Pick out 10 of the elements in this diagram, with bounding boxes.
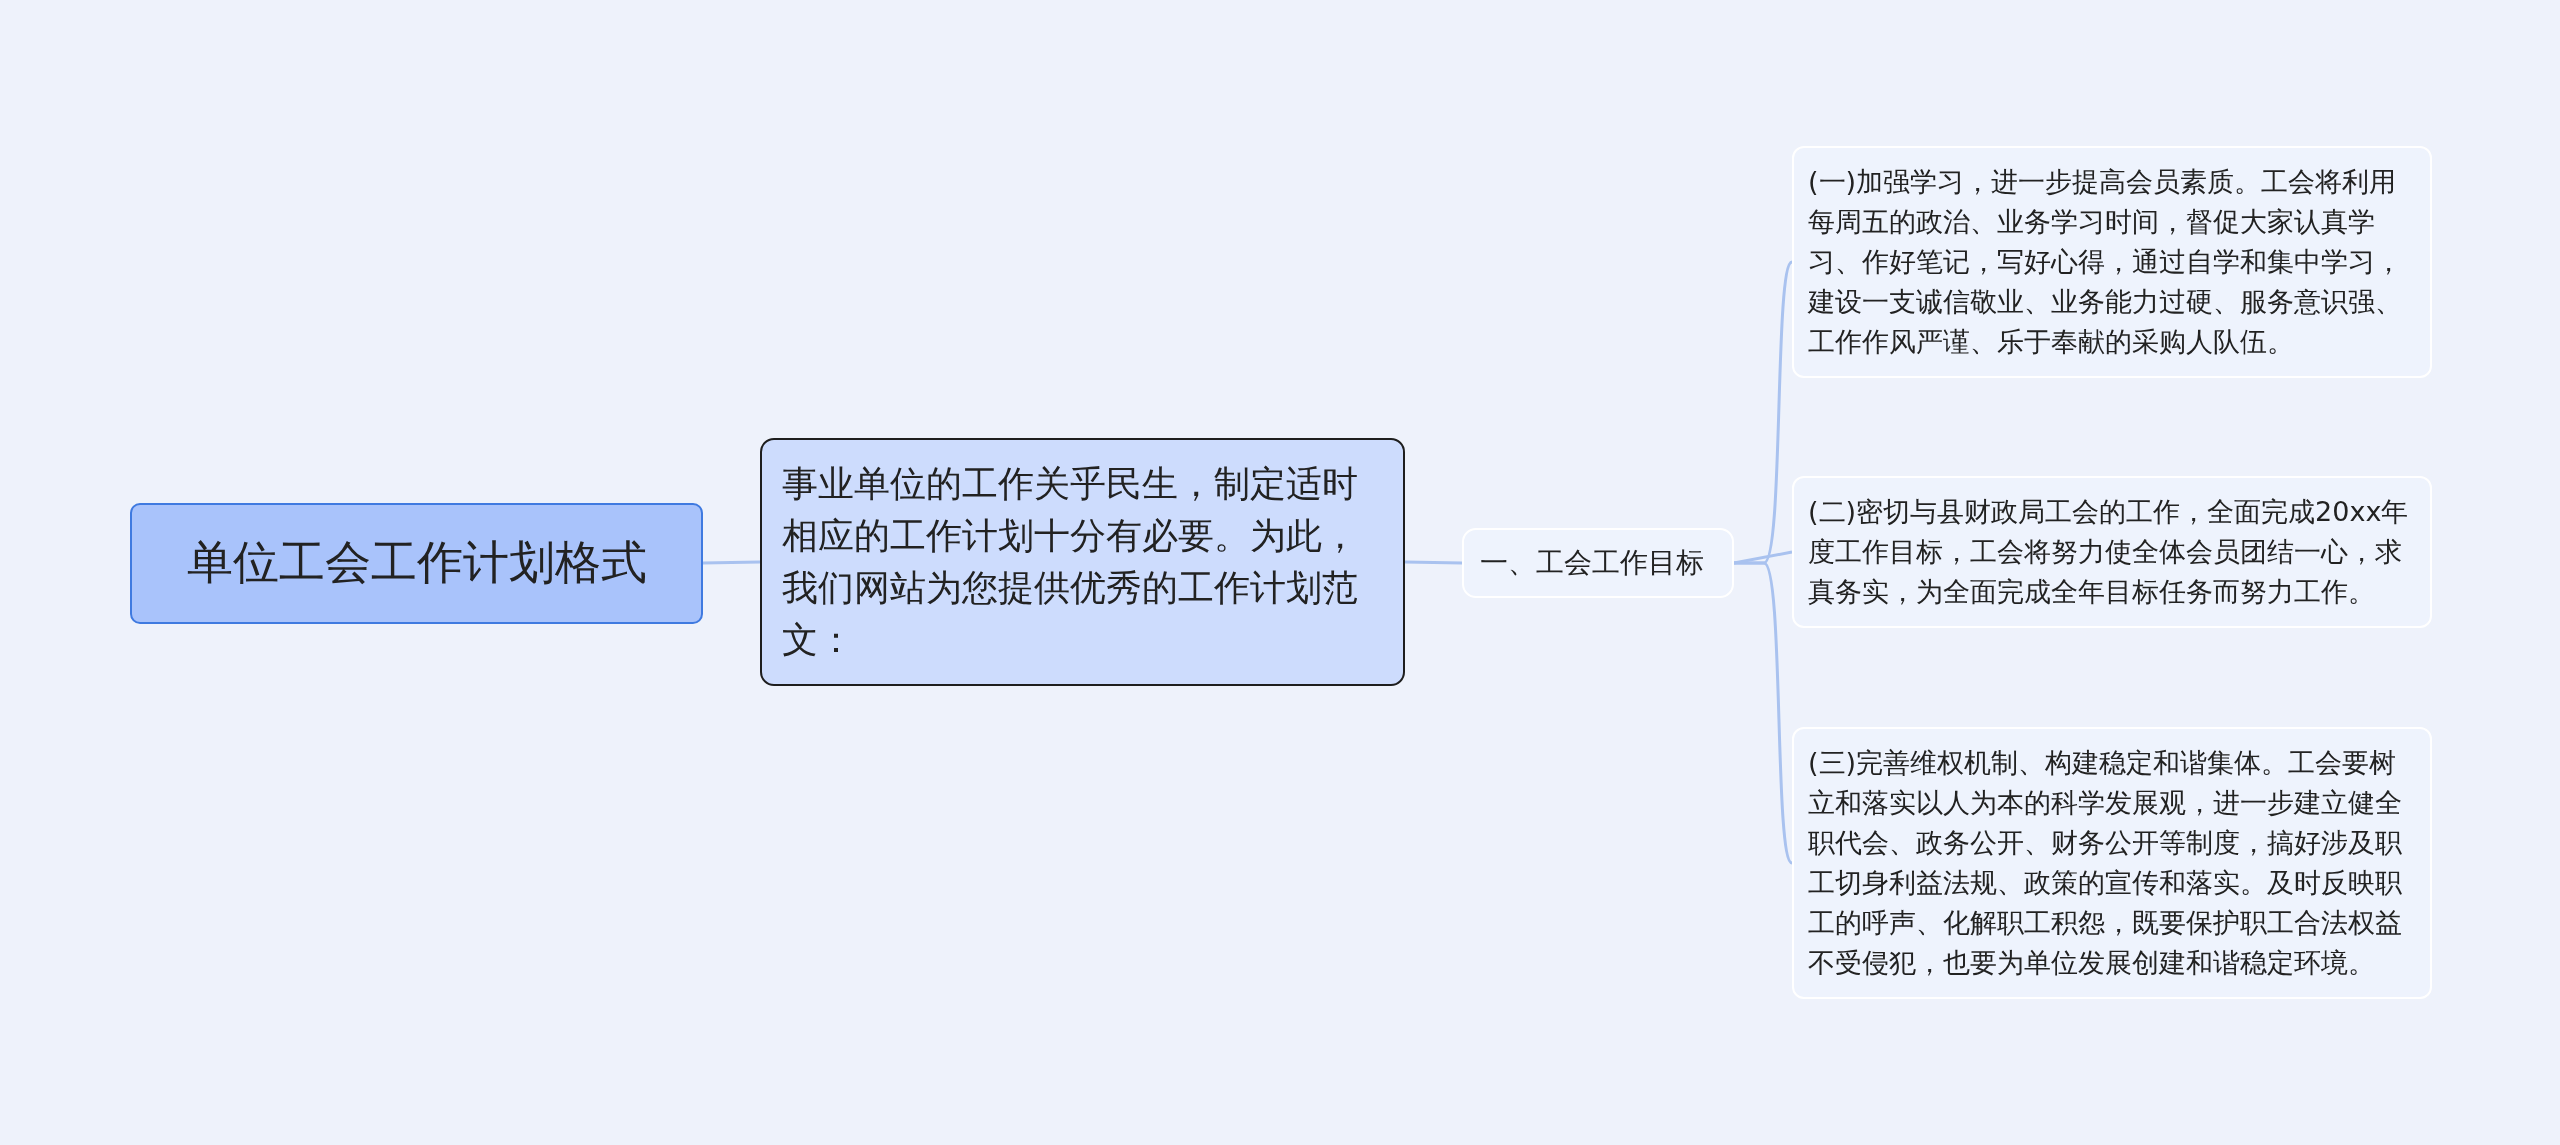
connector-line xyxy=(1404,560,1463,565)
root-topic: 单位工会工作计划格式 xyxy=(130,502,703,624)
detail-box: (一)加强学习，进一步提高会员素质。工会将利用每周五的政治、业务学习时间，督促大家认真学习、作好笔记，写好心得，通过自学和集中学习，建设一支诚信敬业、业务能力过硬、服务意识强、工作作风严谨、乐于奉献的采购人队伍。 xyxy=(1792,146,2432,378)
connector-line xyxy=(702,560,761,565)
topic-box: 事业单位的工作关乎民生，制定适时相应的工作计划十分有必要。为此，我们网站为您提供优秀的工作计划范文： xyxy=(760,438,1405,686)
detail-box: (二)密切与县财政局工会的工作，全面完成20xx年度工作目标，工会将努力使全体会员团结一心，求真务实，为全面完成全年目标任务而努力工作。 xyxy=(1792,476,2432,628)
connector-line xyxy=(1733,550,1793,565)
detail-box: (三)完善维权机制、构建稳定和谐集体。工会要树立和落实以人为本的科学发展观，进一步建立健全职代会、政务公开、财务公开等制度，搞好涉及职工切身利益法规、政策的宣传和落实。及时反映职工的呼声、化解职工积怨，既要保护职工合法权益不受侵犯，也要为单位发展创建和谐稳定环境。 xyxy=(1792,727,2432,999)
connector-line xyxy=(1734,561,1794,864)
subtopic-box: 一、工会工作目标 xyxy=(1462,528,1734,598)
